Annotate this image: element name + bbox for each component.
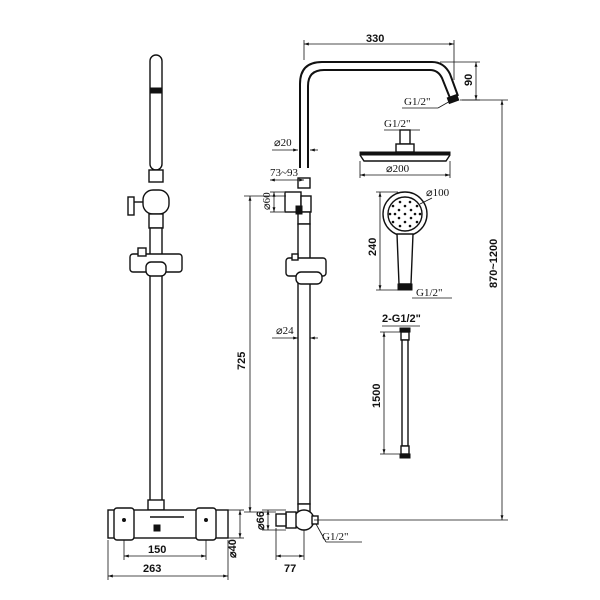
dim-valve-depth: 77 (275, 528, 305, 575)
side-slider (285, 253, 327, 285)
label-hose-len: 1500 (371, 384, 383, 408)
label-valve-thread: G1/2" (322, 531, 349, 543)
shower-hose: 2-G1/2" 1500 (371, 313, 421, 459)
side-diverter (284, 177, 312, 225)
dim-valve-thread: G1/2" (315, 523, 362, 543)
side-view: 330 90 G1/2" 870~1200 ⌀20 (236, 33, 508, 575)
dim-pipe-dia: ⌀20 (272, 137, 318, 152)
dim-valve-width: 263 (107, 540, 229, 580)
front-view: 150 263 ⌀40 (107, 54, 244, 580)
label-bracket-dia: ⌀60 (261, 192, 273, 210)
label-arm-drop: 90 (463, 74, 475, 86)
dim-arm-width: 330 (303, 33, 455, 80)
front-slider (129, 247, 183, 277)
label-valve-width: 263 (143, 563, 161, 575)
overhead-shower: G1/2" ⌀200 (359, 118, 451, 178)
label-valve-height: ⌀40 (227, 539, 239, 558)
label-head-thread: G1/2" (384, 118, 411, 130)
label-valve-dia: ⌀66 (255, 511, 267, 530)
label-arm-thread: G1/2" (404, 96, 431, 108)
dim-rod-dia: ⌀24 (272, 325, 318, 340)
front-pipe-band (149, 87, 163, 94)
label-bracket-adjust: 73~93 (270, 167, 298, 179)
label-arm-width: 330 (366, 33, 384, 45)
label-valve-depth: 77 (284, 563, 296, 575)
side-valve (275, 503, 319, 531)
front-diverter (127, 169, 170, 229)
label-overall-height: 870~1200 (488, 239, 500, 288)
dim-centers: 150 (123, 540, 207, 560)
label-hand-dia: ⌀100 (426, 187, 450, 199)
dim-rod-length: 725 (236, 195, 286, 513)
dim-bracket-adjust: 73~93 (270, 167, 304, 182)
label-hose-thread: 2-G1/2" (382, 313, 421, 325)
front-thermostatic-valve (107, 499, 229, 541)
label-centers: 150 (148, 544, 166, 556)
label-rod-length: 725 (236, 352, 248, 370)
label-rod-dia: ⌀24 (276, 325, 294, 337)
hand-shower: ⌀100 240 G1/2" (367, 187, 452, 299)
dim-overall-height: 870~1200 (314, 99, 508, 521)
dim-bracket-dia: ⌀60 (261, 191, 284, 213)
label-hand-len: 240 (367, 238, 379, 256)
dim-valve-dia: ⌀66 (255, 509, 286, 531)
shower-arm (299, 61, 459, 168)
label-pipe-dia: ⌀20 (274, 137, 292, 149)
hand-shower-handle (396, 233, 414, 285)
dim-arm-thread: G1/2" (402, 96, 453, 109)
label-hand-thread: G1/2" (416, 287, 443, 299)
label-head-dia: ⌀200 (386, 163, 410, 175)
hand-shower-nozzles (388, 200, 422, 228)
front-upper-pipe (149, 54, 163, 171)
dim-valve-height: ⌀40 (227, 509, 244, 558)
